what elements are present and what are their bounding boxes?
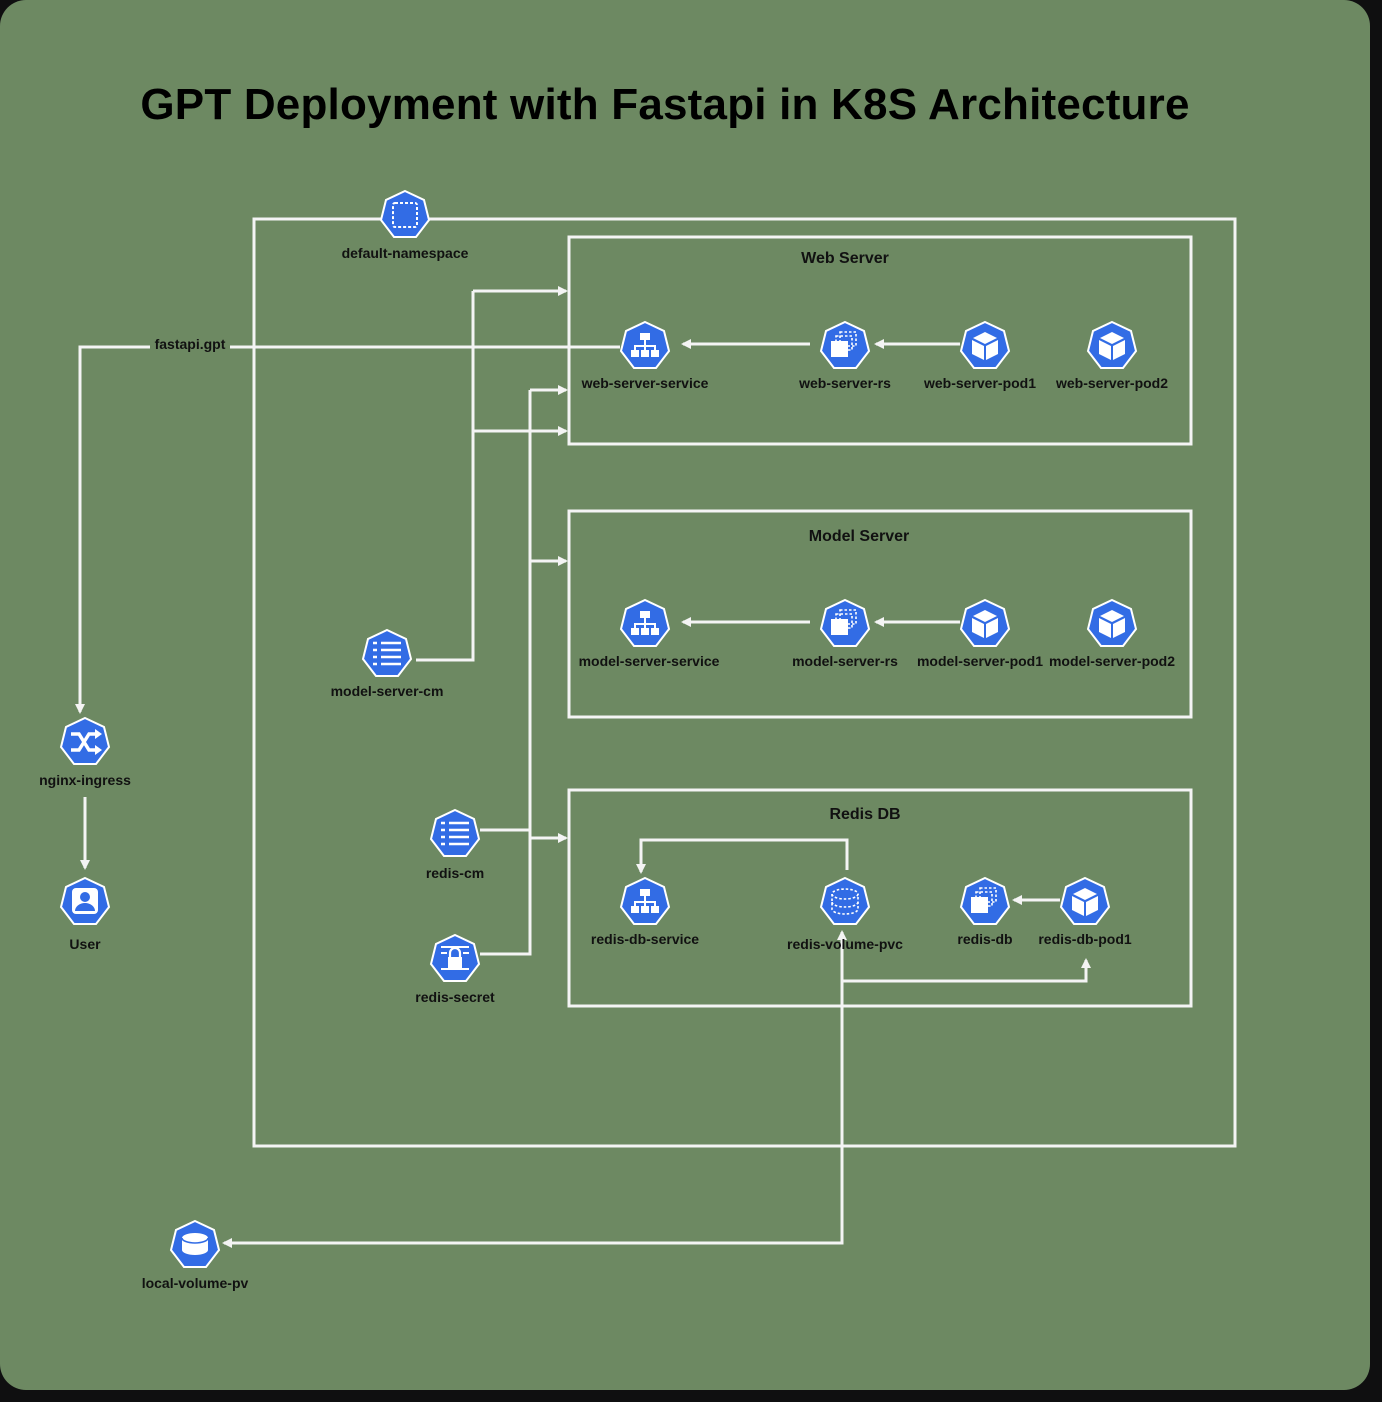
model-server-rs-label: model-server-rs [792,653,898,669]
edge-pvc-to-redis-service [636,838,849,874]
service-icon[interactable] [619,876,671,928]
model-server-cm-label: model-server-cm [330,683,444,699]
pod-icon[interactable] [959,320,1011,372]
edge-fastapi-to-ingress [75,345,150,714]
namespace-label: default-namespace [341,245,469,261]
namespace-icon[interactable] [379,189,431,241]
web-server-box [567,235,1193,446]
redis-db-group-label: Redis DB [829,806,901,823]
model-server-pod1-label: model-server-pod1 [916,653,1044,669]
replicaset-icon[interactable] [819,320,871,372]
pod-icon[interactable] [959,598,1011,650]
replicaset-icon[interactable] [819,598,871,650]
pod-icon[interactable] [1086,598,1138,650]
secret-icon[interactable] [429,933,481,985]
web-server-pod1-label: web-server-pod1 [923,375,1037,391]
edge-to-redis-pod1 [842,958,1091,983]
edge-pvc-to-local-pv [222,981,844,1248]
pod-icon[interactable] [1059,876,1111,928]
user-label: User [69,936,101,952]
local-volume-pv-label: local-volume-pv [141,1275,249,1291]
diagram-title: GPT Deployment with Fastapi in K8S Archi… [140,80,1190,129]
user-icon[interactable] [59,876,111,928]
service-icon[interactable] [619,320,671,372]
ingress-icon[interactable] [59,716,111,768]
web-server-pod2-label: web-server-pod2 [1055,375,1169,391]
model-server-pod2-label: model-server-pod2 [1048,653,1176,669]
nginx-ingress-label: nginx-ingress [39,772,131,788]
redis-db-box [567,788,1193,1008]
web-server-rs-label: web-server-rs [799,375,891,391]
web-server-service-label: web-server-service [581,375,709,391]
model-server-box [567,509,1193,719]
pvc-icon[interactable] [819,876,871,928]
pod-icon[interactable] [1086,320,1138,372]
redis-secret-label: redis-secret [415,989,495,1005]
namespace-box [252,217,1237,1148]
configmap-icon[interactable] [361,628,413,680]
pv-icon[interactable] [169,1219,221,1271]
host-label: fastapi.gpt [154,336,226,352]
redis-db-pod1-label: redis-db-pod1 [1038,931,1132,947]
redis-cm-label: redis-cm [425,865,485,881]
edge-model-cm-bus [416,291,475,662]
edge-redis-secret-bus [480,390,532,956]
configmap-icon[interactable] [429,808,481,860]
web-server-group-label: Web Server [801,250,889,267]
redis-db-service-label: redis-db-service [590,931,700,947]
model-server-service-label: model-server-service [578,653,720,669]
redis-db-label: redis-db [957,931,1013,947]
redis-volume-pvc-label: redis-volume-pvc [787,936,903,952]
model-server-group-label: Model Server [808,528,910,545]
service-icon[interactable] [619,598,671,650]
replicaset-icon[interactable] [959,876,1011,928]
